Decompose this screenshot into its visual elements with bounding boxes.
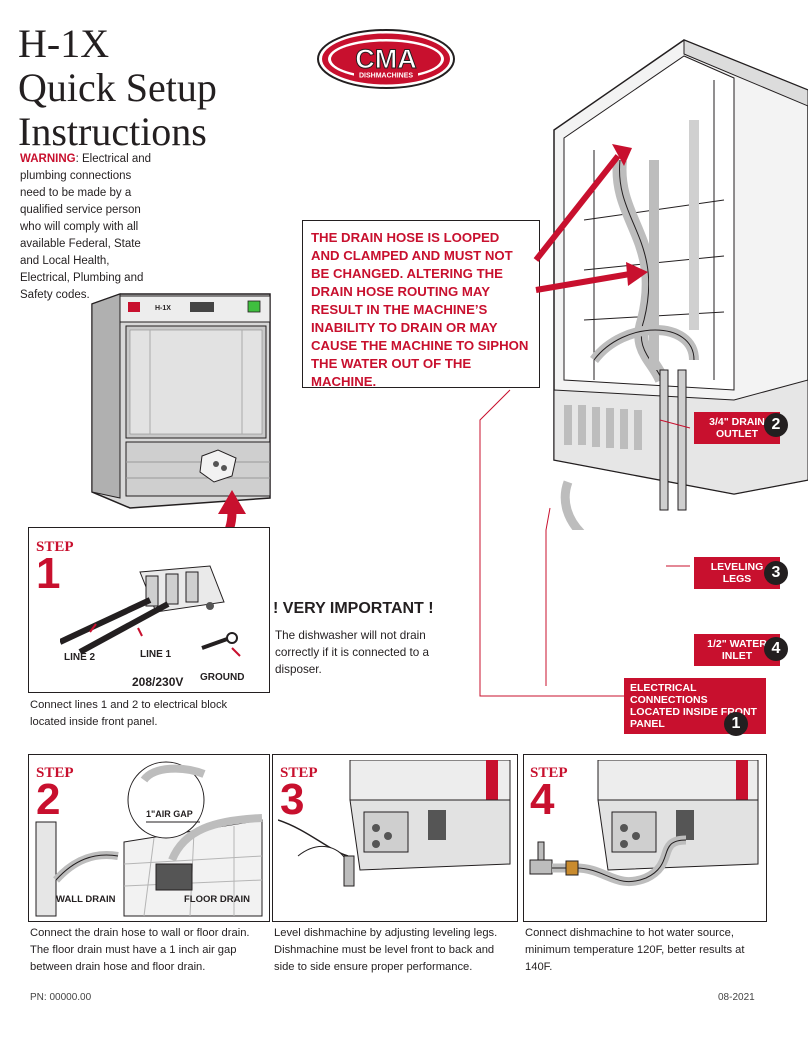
- step-3-caption: Level dishmachine by adjusting leveling …: [274, 927, 498, 973]
- step-1-voltage-label: 208/230V: [132, 675, 184, 689]
- revision-date: 08-2021: [718, 992, 755, 1003]
- tag-electrical-badge: 1: [724, 712, 748, 736]
- water-inlet-illustration: [529, 760, 759, 887]
- step-2-label: STEP: [36, 765, 74, 781]
- step-2-wall-label: WALL DRAIN: [56, 894, 116, 905]
- callout-text: THE DRAIN HOSE IS LOOPED AND CLAMPED AND…: [311, 230, 529, 389]
- step-2-caption: Connect the drain hose to wall or floor …: [30, 927, 250, 973]
- part-number: PN: 00000.00: [30, 992, 92, 1003]
- tag-electrical-text: ELECTRICAL CONNECTIONS LOCATED INSIDE FR…: [630, 682, 757, 730]
- warning-text: : Electrical and plumbing connections ne…: [20, 153, 152, 301]
- very-important-title: ! VERY IMPORTANT !: [273, 600, 434, 617]
- tag-water-inlet-text: 1/2" WATER INLET: [707, 638, 767, 662]
- callout-arrows-icon: [533, 144, 648, 293]
- title-line-3: Instructions: [18, 109, 207, 154]
- step-3-number: 3: [280, 775, 305, 824]
- tag-leveling-legs-badge: 3: [764, 561, 788, 585]
- tag-leveling-legs-text: LEVELING LEGS: [710, 561, 764, 585]
- step-4-label: STEP: [530, 765, 568, 781]
- drain-hose-callout: THE DRAIN HOSE IS LOOPED AND CLAMPED AND…: [302, 220, 540, 389]
- step-3-label: STEP: [280, 765, 318, 781]
- page-title: H-1X Quick Setup Instructions: [18, 22, 217, 154]
- drain-diagram-icon: [35, 761, 263, 917]
- very-important-text: The dishwasher will not drain correctly …: [275, 629, 429, 676]
- tag-drain-outlet-badge: 2: [764, 413, 788, 437]
- step-1-caption: Connect lines 1 and 2 to electrical bloc…: [30, 699, 228, 728]
- step-4-caption: Connect dishmachine to hot water source,…: [525, 927, 745, 973]
- dishmachine-illustration: H-1X: [91, 293, 271, 509]
- electrical-block-icon: [60, 565, 241, 657]
- step-1-line2-label: LINE 2: [64, 652, 96, 663]
- leveling-illustration: [278, 760, 511, 887]
- warning-label: WARNING: [20, 153, 76, 165]
- title-line-model: H-1X: [18, 21, 110, 66]
- tag-water-inlet: 1/2" WATER INLET: [694, 634, 780, 666]
- cma-logo: CMA DISHMACHINES: [317, 29, 455, 89]
- step-1-panel: [28, 527, 270, 693]
- warning-note: WARNING: Electrical and plumbing connect…: [20, 151, 158, 304]
- step-1-ground-label: GROUND: [200, 672, 245, 683]
- logo-sub: DISHMACHINES: [359, 73, 413, 80]
- step-2-airgap-label: 1"AIR GAP: [146, 809, 193, 819]
- tag-water-inlet-badge: 4: [764, 637, 788, 661]
- tag-drain-outlet-text: 3/4" DRAIN OUTLET: [709, 416, 765, 440]
- step-2-number: 2: [36, 775, 61, 824]
- step-2-floor-label: FLOOR DRAIN: [184, 894, 250, 905]
- logo-brand: CMA: [355, 44, 417, 74]
- machine-model-label: H-1X: [155, 305, 171, 312]
- title-line-2: Quick Setup: [18, 65, 217, 110]
- leader-lines: [479, 389, 691, 697]
- step-1-line1-label: LINE 1: [140, 649, 172, 660]
- step-1-label: STEP: [36, 539, 74, 555]
- step-1-number: 1: [36, 549, 61, 598]
- step-4-number: 4: [530, 775, 555, 824]
